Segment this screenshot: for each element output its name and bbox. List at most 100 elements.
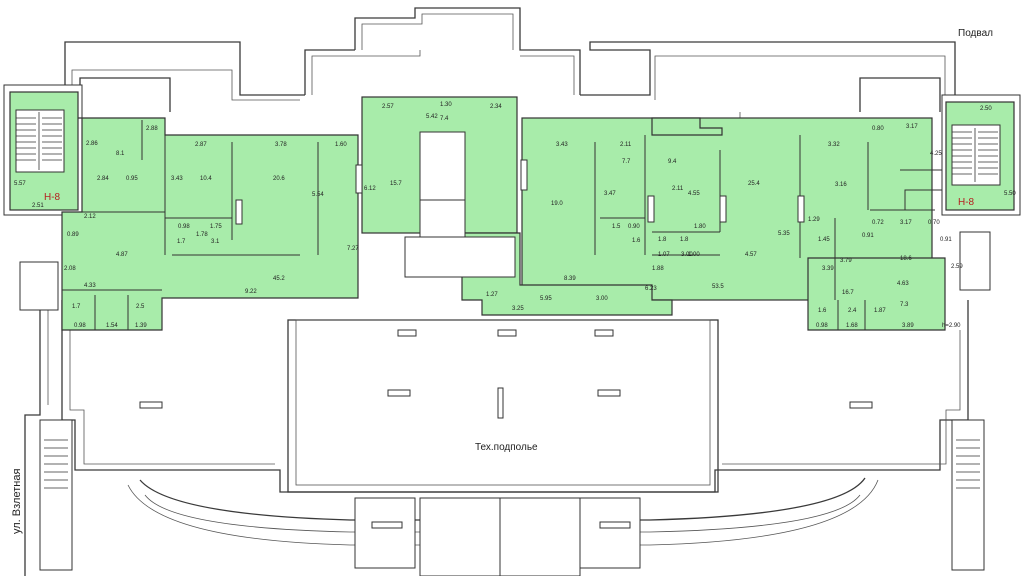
- dim-label: 1.00: [688, 252, 700, 258]
- dim-label: 0.89: [67, 232, 79, 238]
- dim-label: 0.91: [940, 237, 952, 243]
- left-stair-icon: [15, 109, 65, 173]
- dim-label: 1.39: [135, 323, 147, 329]
- room-label: 20.6: [273, 176, 285, 182]
- room-label: 16.7: [842, 290, 854, 296]
- room-label: 1.6: [632, 238, 641, 244]
- dim-label: 1.78: [196, 232, 208, 238]
- dim-label: 1.60: [335, 142, 347, 148]
- dim-label: 1.27: [486, 292, 498, 298]
- dim-label: 3.17: [900, 220, 912, 226]
- bottom-stair-icon: [44, 439, 980, 489]
- dim-label: 3.78: [275, 142, 287, 148]
- dim-label: 6.12: [364, 186, 376, 192]
- dim-label: 2.88: [146, 126, 158, 132]
- dim-label: 8.39: [564, 276, 576, 282]
- dim-label: 5.54: [312, 192, 324, 198]
- room-label: 1.5: [612, 224, 621, 230]
- room-label: 1.8: [680, 237, 689, 243]
- dim-label: 2.12: [84, 214, 96, 220]
- room-label: 7.4: [440, 116, 449, 122]
- room-label: 53.5: [712, 284, 724, 290]
- dim-label: 3.00: [596, 296, 608, 302]
- room-label: 4.87: [116, 252, 128, 258]
- dim-label: 9.22: [245, 289, 257, 295]
- room-label: 3.00: [681, 252, 693, 258]
- dim-label: 3.43: [556, 142, 568, 148]
- room-label: 1.6: [818, 308, 827, 314]
- room-label: 15.7: [390, 181, 402, 187]
- dim-label: 0.95: [126, 176, 138, 182]
- dim-label: 2.86: [86, 141, 98, 147]
- dim-label: 3.32: [828, 142, 840, 148]
- dim-label: 1.87: [874, 308, 886, 314]
- room-label: 7.3: [900, 302, 909, 308]
- dim-label: 1.07: [658, 252, 670, 258]
- dim-label: 0.70: [928, 220, 940, 226]
- room-label: 10.4: [200, 176, 212, 182]
- dim-label: 4.33: [84, 283, 96, 289]
- stair-left-label: Н-8: [44, 192, 61, 203]
- room-label: 18.6: [900, 256, 912, 262]
- dim-label: 2.59: [951, 264, 963, 270]
- floor-label: Подвал: [958, 28, 993, 39]
- dim-label: 0.98: [74, 323, 86, 329]
- dim-label: 6.23: [645, 286, 657, 292]
- room-label: 2.4: [848, 308, 857, 314]
- room-label: 1.7: [177, 239, 186, 245]
- dim-label: 2.50: [980, 106, 992, 112]
- dim-label: 2.51: [32, 203, 44, 209]
- dimension-labels: 2.57 1.30 2.34 5.42 2.87 3.78 1.60 2.88 …: [14, 102, 1016, 329]
- dim-label: 1.80: [694, 224, 706, 230]
- dim-label: 2.87: [195, 142, 207, 148]
- dim-label: 5.42: [426, 114, 438, 120]
- dim-label: 0.98: [178, 224, 190, 230]
- dim-label: 2.84: [97, 176, 109, 182]
- stair-right-label: Н-8: [958, 197, 975, 208]
- room-label: 4.57: [745, 252, 757, 258]
- dim-label: 0.80: [872, 126, 884, 132]
- dim-label: 3.17: [906, 124, 918, 130]
- interior-walls: [62, 120, 943, 330]
- dim-label: 3.89: [902, 323, 914, 329]
- dim-label: 3.43: [171, 176, 183, 182]
- room-label: 45.2: [273, 276, 285, 282]
- dim-label: 3.16: [835, 182, 847, 188]
- dim-label: 0.72: [872, 220, 884, 226]
- dim-label: 2.11: [672, 186, 684, 192]
- room-label: 7.7: [622, 159, 631, 165]
- dim-label: 5.57: [14, 181, 26, 187]
- dim-label: 1.75: [210, 224, 222, 230]
- dim-label: 5.95: [540, 296, 552, 302]
- room-area-labels: 8.1 10.4 20.6 15.7 19.0 25.4 45.2 4.87 1…: [72, 116, 912, 314]
- dim-label: 5.50: [1004, 191, 1016, 197]
- dim-label: 3.39: [822, 266, 834, 272]
- dim-label: 3.25: [512, 306, 524, 312]
- dim-label: 1.54: [106, 323, 118, 329]
- dim-label: 4.55: [688, 191, 700, 197]
- dim-label: 1.29: [808, 217, 820, 223]
- dim-label: 1.88: [652, 266, 664, 272]
- dim-label: 3.47: [604, 191, 616, 197]
- green-rooms-left: [9, 91, 1015, 331]
- room-label: 1.7: [72, 304, 81, 310]
- dim-label: 2.34: [490, 104, 502, 110]
- street-label: ул. Взлетная: [11, 469, 23, 534]
- ceiling-height-label: h=2.90: [942, 323, 961, 329]
- dim-label: 1.68: [846, 323, 858, 329]
- dim-label: 1.30: [440, 102, 452, 108]
- room-label: 9.4: [668, 159, 677, 165]
- dim-label: 2.08: [64, 266, 76, 272]
- right-stair-icon: [951, 124, 1001, 186]
- dim-label: 0.91: [862, 233, 874, 239]
- dim-label: 2.11: [620, 142, 632, 148]
- central-area-label: Тех.подполье: [475, 442, 538, 453]
- room-label: 25.4: [748, 181, 760, 187]
- dim-label: 5.35: [778, 231, 790, 237]
- room-label: 19.0: [551, 201, 563, 207]
- dim-label: 7.27: [347, 246, 359, 252]
- room-label: 2.5: [136, 304, 145, 310]
- dim-label: 2.57: [382, 104, 394, 110]
- room-label: 1.8: [658, 237, 667, 243]
